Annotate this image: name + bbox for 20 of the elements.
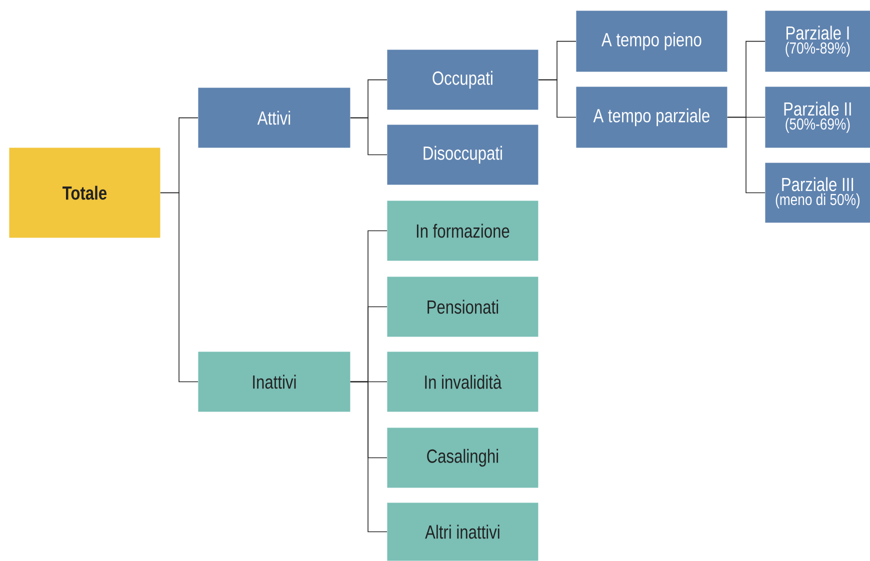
connector-line (727, 116, 766, 194)
category-box: Disoccupati (387, 124, 538, 185)
connector-line (160, 192, 198, 382)
category-box: Inattivi (198, 352, 350, 412)
category-box: Parziale I (70%-89%) (765, 10, 870, 72)
category-box: In invalidità (387, 352, 538, 412)
category-box: A tempo pieno (576, 10, 728, 72)
connector-line (350, 381, 388, 532)
category-box: Pensionati (387, 276, 538, 337)
category-box: A tempo parziale (576, 86, 728, 148)
category-box: Attivi (198, 88, 350, 148)
root-box: Totale (9, 148, 160, 238)
category-box: Altri inattivi (387, 502, 538, 561)
category-box: Parziale II (50%-69%) (765, 86, 870, 148)
connector-line (350, 117, 388, 156)
category-box: Occupati (387, 50, 538, 110)
category-box: In formazione (387, 200, 538, 261)
category-box: Parziale III (meno di 50%) (765, 162, 870, 223)
category-box: Casalinghi (387, 428, 538, 488)
connector-line (538, 79, 576, 118)
